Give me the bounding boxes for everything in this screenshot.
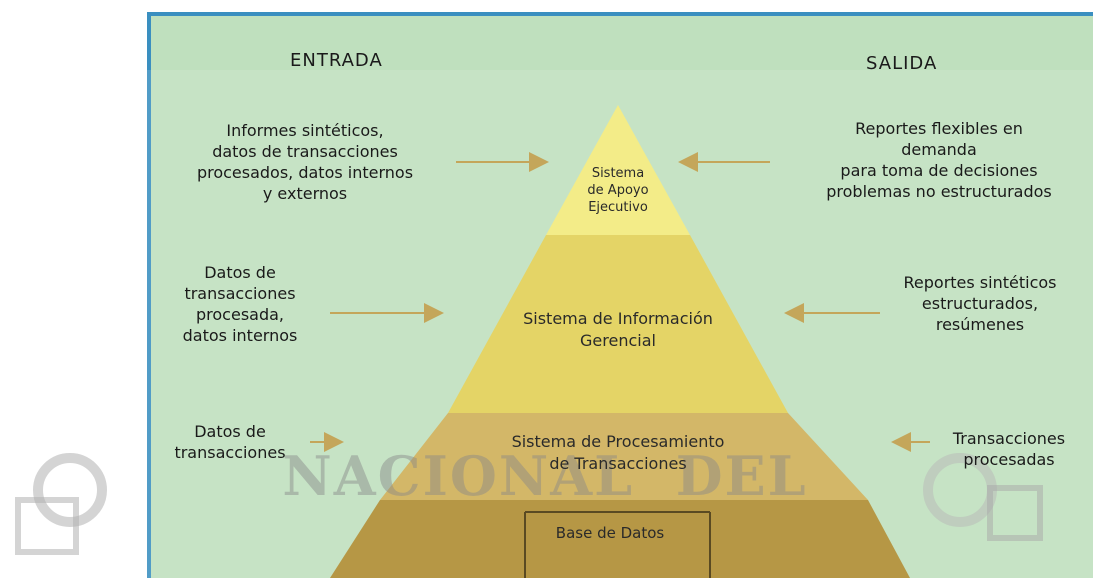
layer-label-management: Sistema de Información Gerencial: [523, 309, 713, 350]
input-label-executive: Informes sintéticos, datos de transaccio…: [196, 121, 414, 203]
pyramid-layer-management: [448, 235, 788, 413]
layer-label-transactions: Sistema de Procesamiento de Transaccione…: [511, 432, 725, 473]
input-label-management: Datos de transacciones procesada, datos …: [182, 263, 298, 345]
output-header: SALIDA: [866, 53, 938, 74]
input-header: ENTRADA: [290, 50, 383, 71]
output-label-transactions: Transacciones procesadas: [952, 429, 1066, 469]
pyramid-layer-executive: [546, 105, 690, 235]
layer-label-database: Base de Datos: [555, 524, 665, 542]
output-label-management: Reportes sintéticos estructurados, resúm…: [903, 273, 1057, 334]
pyramid-layer-database: [330, 500, 910, 578]
watermark-stamp-right: [987, 485, 1043, 541]
watermark-text: NACIONAL DEL: [282, 444, 808, 508]
output-label-executive: Reportes flexibles en demanda para toma …: [826, 119, 1052, 201]
pyramid-layer-transactions: [380, 413, 868, 500]
input-label-transactions: Datos de transacciones: [174, 422, 286, 462]
watermark-seal-left: [33, 453, 107, 527]
layer-label-executive: Sistema de Apoyo Ejecutivo: [587, 166, 649, 215]
watermark-stamp-left: [15, 497, 79, 555]
